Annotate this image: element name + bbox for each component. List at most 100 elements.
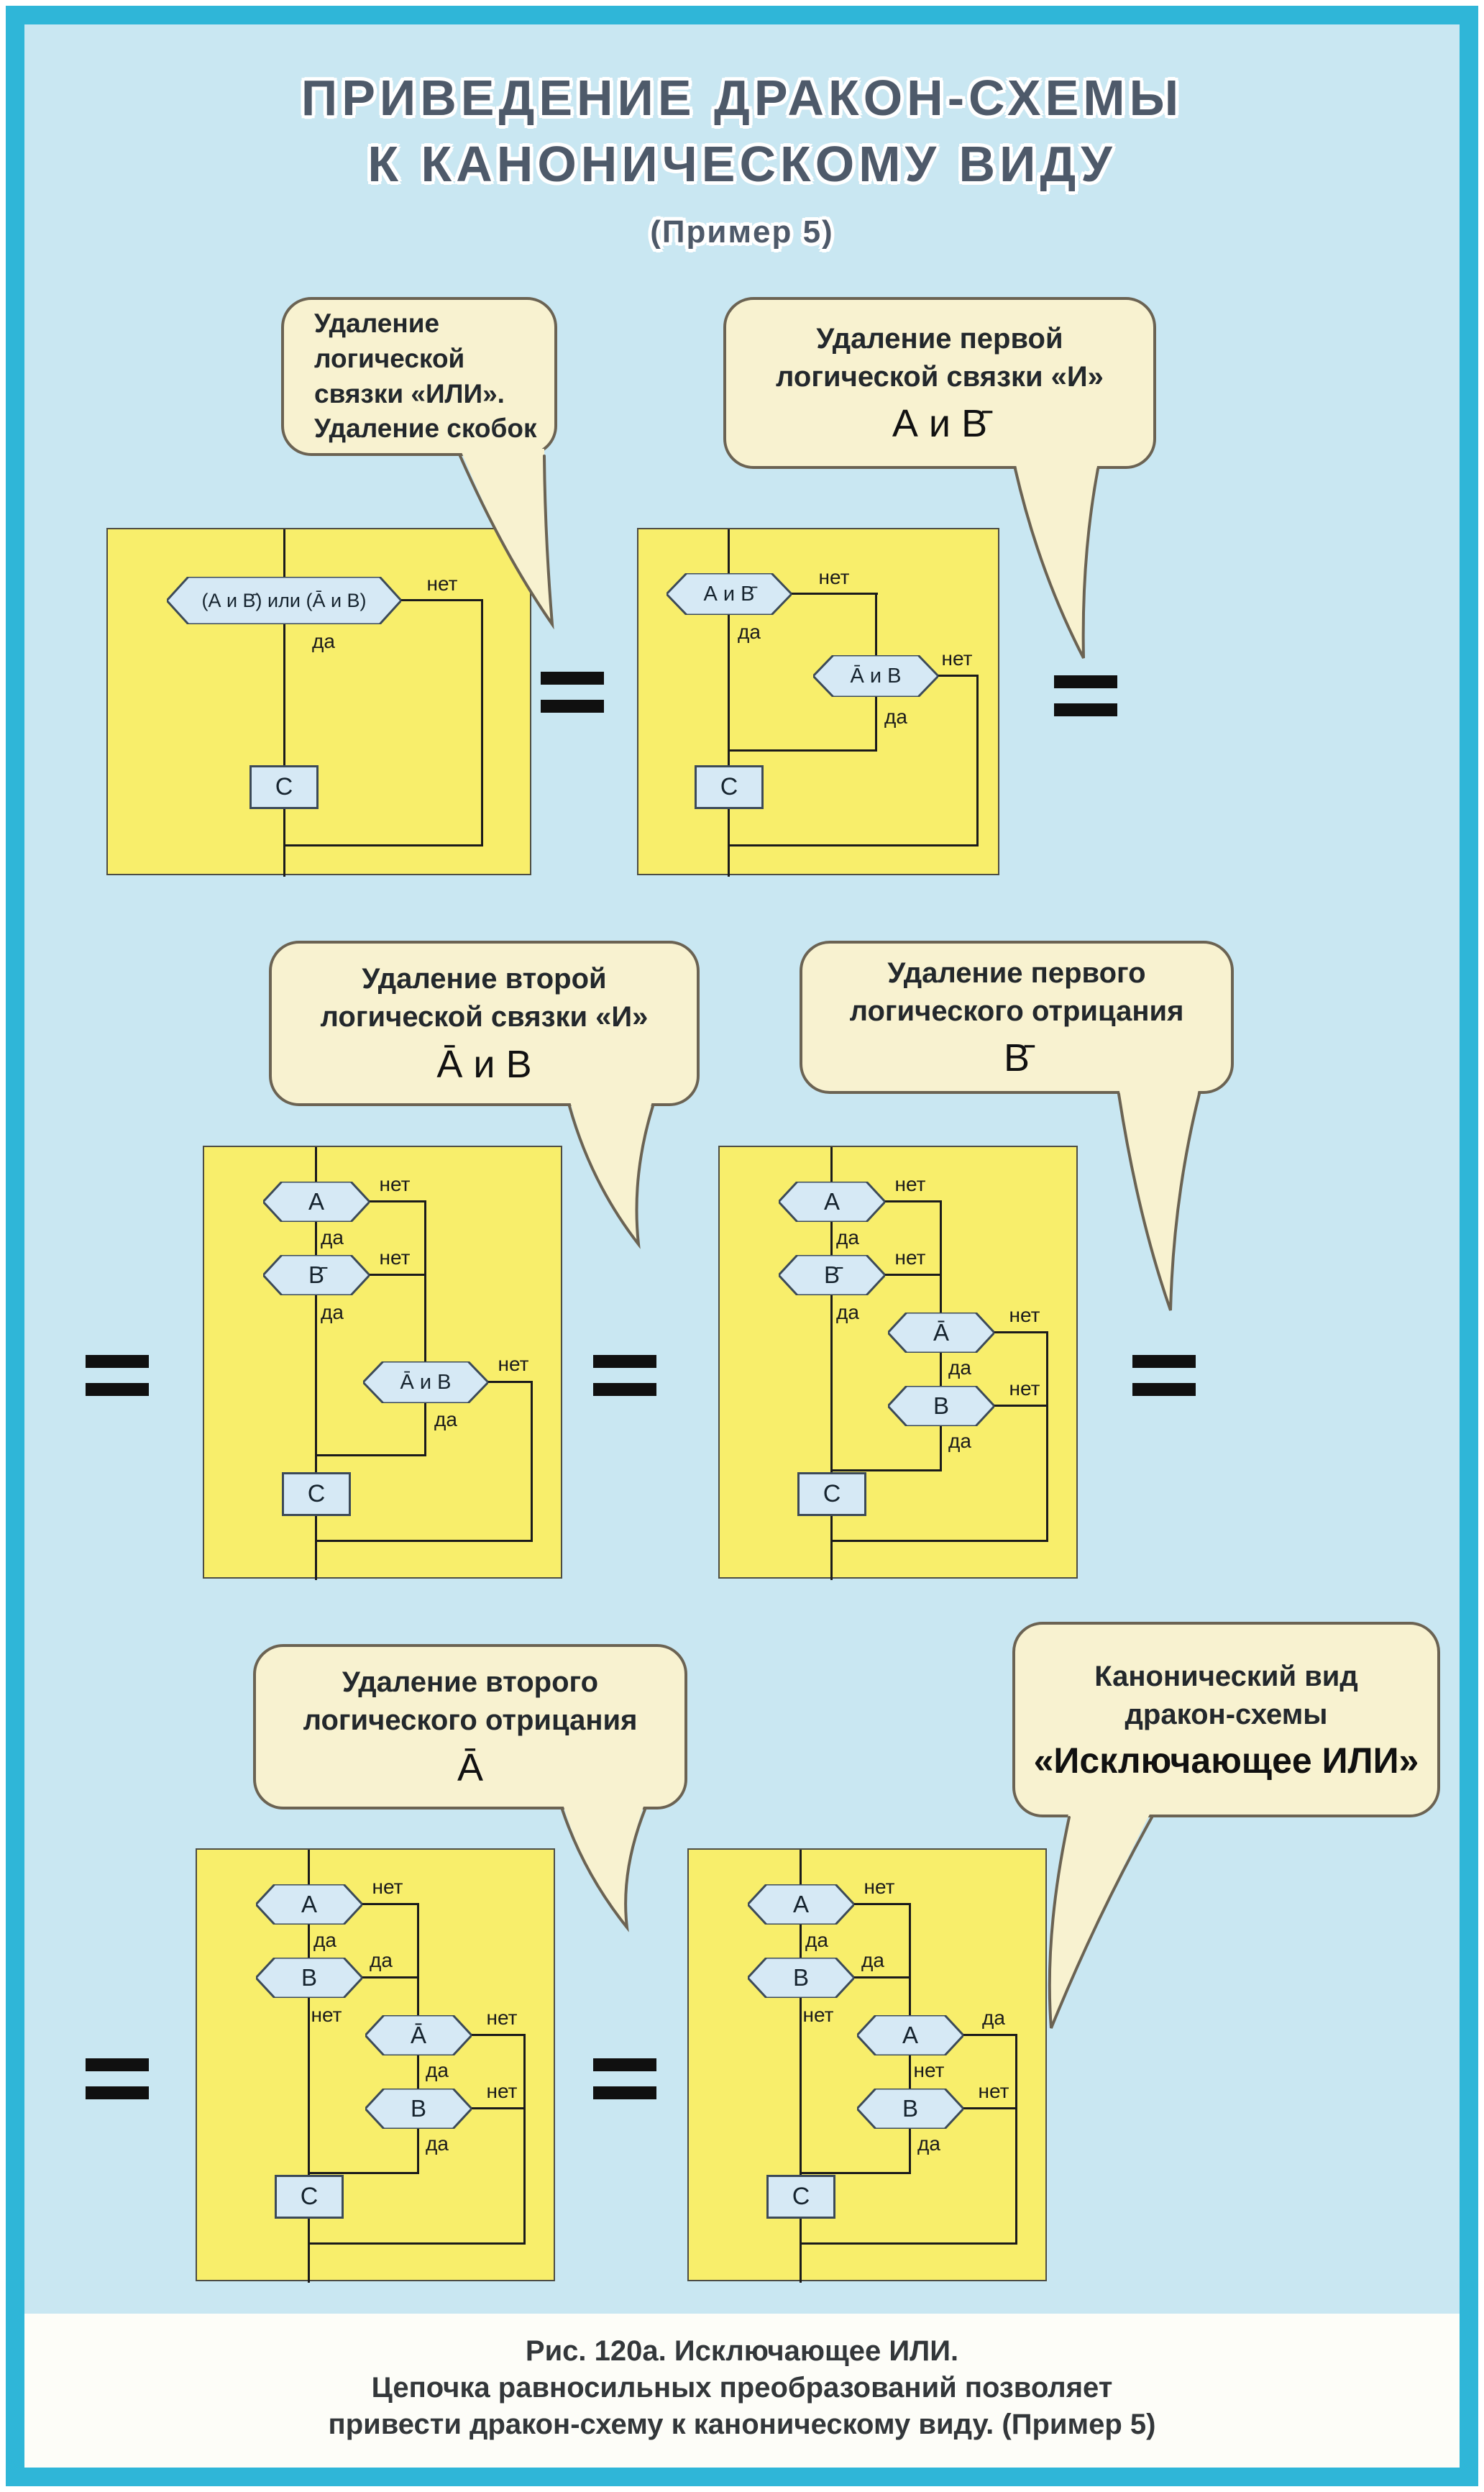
condition-label: А̄ xyxy=(410,2022,426,2048)
callout-text: логической связки «И» xyxy=(320,1001,649,1033)
connector-line xyxy=(830,1222,833,1255)
question-hexagon: А xyxy=(857,2015,963,2055)
branch-label-yes: да xyxy=(426,2132,449,2155)
condition-label: А̄ и В xyxy=(400,1370,452,1394)
connector-line xyxy=(424,1403,426,1456)
condition-label: А и В̄ xyxy=(703,582,755,606)
connector-line xyxy=(308,2242,526,2245)
connector-line xyxy=(481,599,483,846)
condition-label: В xyxy=(792,1964,809,1991)
connector-line xyxy=(308,2172,419,2174)
action-box: С xyxy=(695,765,764,809)
connector-line xyxy=(940,1426,942,1471)
connector-line xyxy=(800,2242,1017,2245)
connector-line xyxy=(909,1903,911,2015)
connector-line xyxy=(315,1454,426,1456)
connector-line xyxy=(854,1903,911,1905)
question-hexagon: В xyxy=(857,2089,963,2129)
connector-line xyxy=(728,529,730,573)
connector-line xyxy=(885,1200,942,1202)
connector-line xyxy=(308,2219,310,2283)
question-hexagon: А̄ и В xyxy=(363,1361,488,1403)
action-box: С xyxy=(249,765,319,809)
connector-line xyxy=(315,1540,533,1542)
action-box: С xyxy=(797,1472,866,1516)
callout-remove-second-and: Удаление второй логической связки «И» А̄… xyxy=(269,941,700,1106)
connector-line xyxy=(417,2129,419,2173)
connector-line xyxy=(940,1200,942,1313)
branch-label-no: нет xyxy=(379,1246,411,1269)
question-hexagon: А xyxy=(779,1182,885,1222)
equals-sign xyxy=(541,672,604,713)
condition-label: А xyxy=(308,1188,324,1215)
question-hexagon: В̄ xyxy=(263,1255,370,1295)
branch-label-yes: да xyxy=(948,1356,971,1379)
connector-line xyxy=(909,2129,911,2173)
condition-label: А xyxy=(902,2022,918,2048)
callout-remove-first-negation: Удаление первого логического отрицания В… xyxy=(800,941,1234,1094)
condition-label: А xyxy=(301,1891,317,1917)
connector-line xyxy=(531,1381,533,1541)
branch-label-yes: да xyxy=(370,1949,393,1971)
connector-line xyxy=(362,1976,419,1978)
condition-label: В xyxy=(410,2095,426,2122)
drakon-panel-2: А и В̄ А̄ и В нет да нет да С xyxy=(637,528,999,877)
condition-label: А xyxy=(823,1188,840,1215)
equals-sign xyxy=(86,2058,149,2099)
caption-line2: Цепочка равносильных преобразований позв… xyxy=(371,2372,1113,2404)
page-title-line2: К КАНОНИЧЕСКОМУ ВИДУ xyxy=(367,136,1117,192)
connector-line xyxy=(424,1200,426,1361)
callout-text: Удаление второго xyxy=(342,1666,599,1699)
branch-label-yes: да xyxy=(321,1226,344,1249)
question-hexagon: (А и В̄) или (А̄ и В) xyxy=(167,577,401,624)
connector-line xyxy=(976,675,979,846)
condition-label: В̄ xyxy=(308,1261,324,1288)
callout-text: логического отрицания xyxy=(303,1704,638,1736)
branch-label-no: нет xyxy=(864,1876,895,1898)
callout-remove-second-negation: Удаление второго логического отрицания А… xyxy=(253,1644,687,1809)
connector-line xyxy=(800,1925,802,1958)
connector-line xyxy=(909,2055,911,2089)
branch-label-yes: да xyxy=(861,1949,884,1971)
connector-line xyxy=(800,2172,911,2174)
callout-formula: А и В̄ xyxy=(892,402,988,446)
condition-label: А xyxy=(792,1891,809,1917)
callout-text: Удаление xyxy=(314,308,440,338)
drakon-panel-5: А В А̄ В нет да да нет нет да нет да С xyxy=(196,1848,555,2283)
question-hexagon: А xyxy=(748,1884,854,1925)
connector-line xyxy=(792,593,878,595)
drakon-panel-6: А В А В нет да да нет да нет нет да С xyxy=(687,1848,1047,2283)
drakon-panel-4: А В̄ А̄ В нет да нет да нет да нет да С xyxy=(718,1146,1078,1580)
branch-label-yes: да xyxy=(836,1226,859,1249)
branch-label-no: нет xyxy=(379,1173,411,1195)
callout-text: связки «ИЛИ». xyxy=(314,378,505,409)
connector-line xyxy=(1046,1331,1048,1541)
branch-label-no: нет xyxy=(818,566,850,588)
caption-strip xyxy=(24,2314,1460,2468)
connector-line xyxy=(830,1295,833,1472)
action-box: С xyxy=(275,2175,344,2219)
connector-line xyxy=(994,1405,1048,1407)
connector-line xyxy=(854,1976,911,1978)
connector-line xyxy=(370,1274,426,1276)
connector-line xyxy=(800,1998,802,2175)
connector-line xyxy=(1015,2034,1017,2244)
connector-line xyxy=(283,529,285,577)
branch-label-no: нет xyxy=(1009,1304,1040,1326)
caption-line3: привести дракон-схему к каноническому ви… xyxy=(328,2409,1156,2441)
connector-line xyxy=(523,2034,526,2244)
connector-line xyxy=(417,2055,419,2089)
branch-label-yes: да xyxy=(805,1929,828,1951)
connector-line xyxy=(938,675,979,677)
callout-formula: А̄ и В xyxy=(436,1042,532,1086)
connector-line xyxy=(800,1850,802,1884)
connector-line xyxy=(283,624,285,765)
figure-caption: Рис. 120а. Исключающее ИЛИ. Цепочка равн… xyxy=(0,2333,1484,2444)
branch-label-no: нет xyxy=(1009,1377,1040,1400)
page-title-line1: ПРИВЕДЕНИЕ ДРАКОН-СХЕМЫ xyxy=(301,70,1183,126)
callout-text: логического отрицания xyxy=(849,995,1184,1027)
connector-line xyxy=(728,844,979,846)
drakon-panel-1: (А и В̄) или (А̄ и В) нет да С xyxy=(106,528,531,877)
connector-line xyxy=(283,809,285,877)
connector-line xyxy=(401,599,483,601)
